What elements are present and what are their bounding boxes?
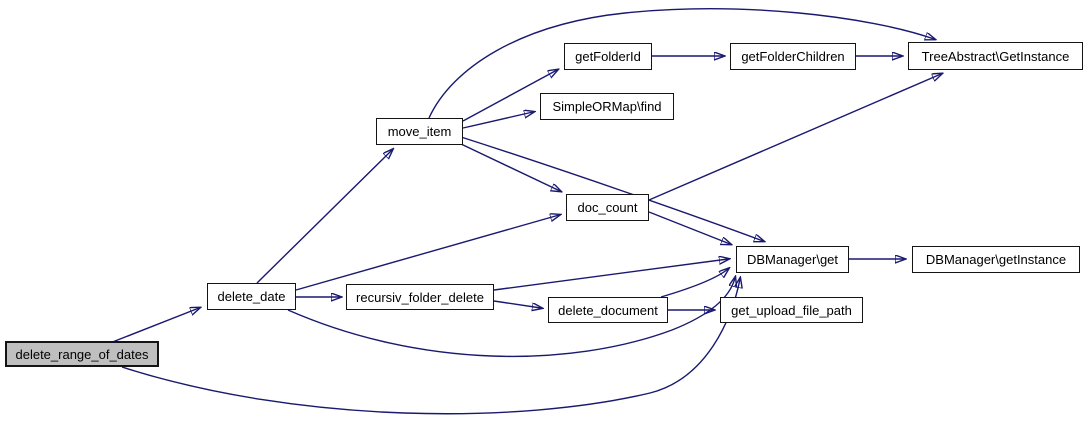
node-DBManager-getInstance[interactable]: DBManager\getInstance: [912, 246, 1080, 273]
node-delete_range_of_dates: delete_range_of_dates: [5, 341, 159, 367]
edge-delete_range_of_dates-to-DBManager_get: [121, 279, 740, 415]
edge-doc_count-to-DBManager_get: [648, 211, 730, 244]
edge-move_item-to-SimpleORMap_find: [462, 112, 533, 129]
edge-delete_date-to-doc_count: [295, 215, 559, 291]
edge-move_item-to-getFolderId: [462, 70, 557, 122]
node-getFolderChildren[interactable]: getFolderChildren: [730, 43, 856, 70]
edge-recursiv_folder_delete-to-delete_document: [493, 300, 541, 308]
node-getFolderId[interactable]: getFolderId: [564, 43, 652, 70]
node-delete_document[interactable]: delete_document: [548, 297, 668, 323]
edge-delete_date-to-DBManager_get: [287, 278, 735, 358]
node-move_item[interactable]: move_item: [376, 118, 463, 145]
node-TreeAbstract-GetInstance[interactable]: TreeAbstract\GetInstance: [908, 42, 1083, 70]
edge-move_item-to-doc_count: [460, 143, 560, 191]
node-SimpleORMap-find[interactable]: SimpleORMap\find: [540, 93, 674, 120]
edge-doc_count-to-TreeAbstract_GetInstance: [648, 74, 941, 201]
edge-move_item-to-TreeAbstract_GetInstance: [428, 8, 934, 119]
edge-recursiv_folder_delete-to-DBManager_get: [493, 259, 728, 291]
edge-delete_document-to-DBManager_get: [660, 269, 728, 298]
edge-delete_date-to-move_item: [256, 150, 392, 284]
edge-move_item-to-DBManager_get: [460, 136, 763, 241]
node-recursiv_folder_delete[interactable]: recursiv_folder_delete: [346, 284, 494, 310]
node-doc_count[interactable]: doc_count: [566, 194, 649, 221]
node-DBManager-get[interactable]: DBManager\get: [736, 246, 849, 273]
node-delete_date[interactable]: delete_date: [207, 283, 296, 310]
node-get_upload_file_path[interactable]: get_upload_file_path: [720, 297, 863, 323]
edge-delete_range_of_dates-to-delete_date: [109, 308, 199, 344]
